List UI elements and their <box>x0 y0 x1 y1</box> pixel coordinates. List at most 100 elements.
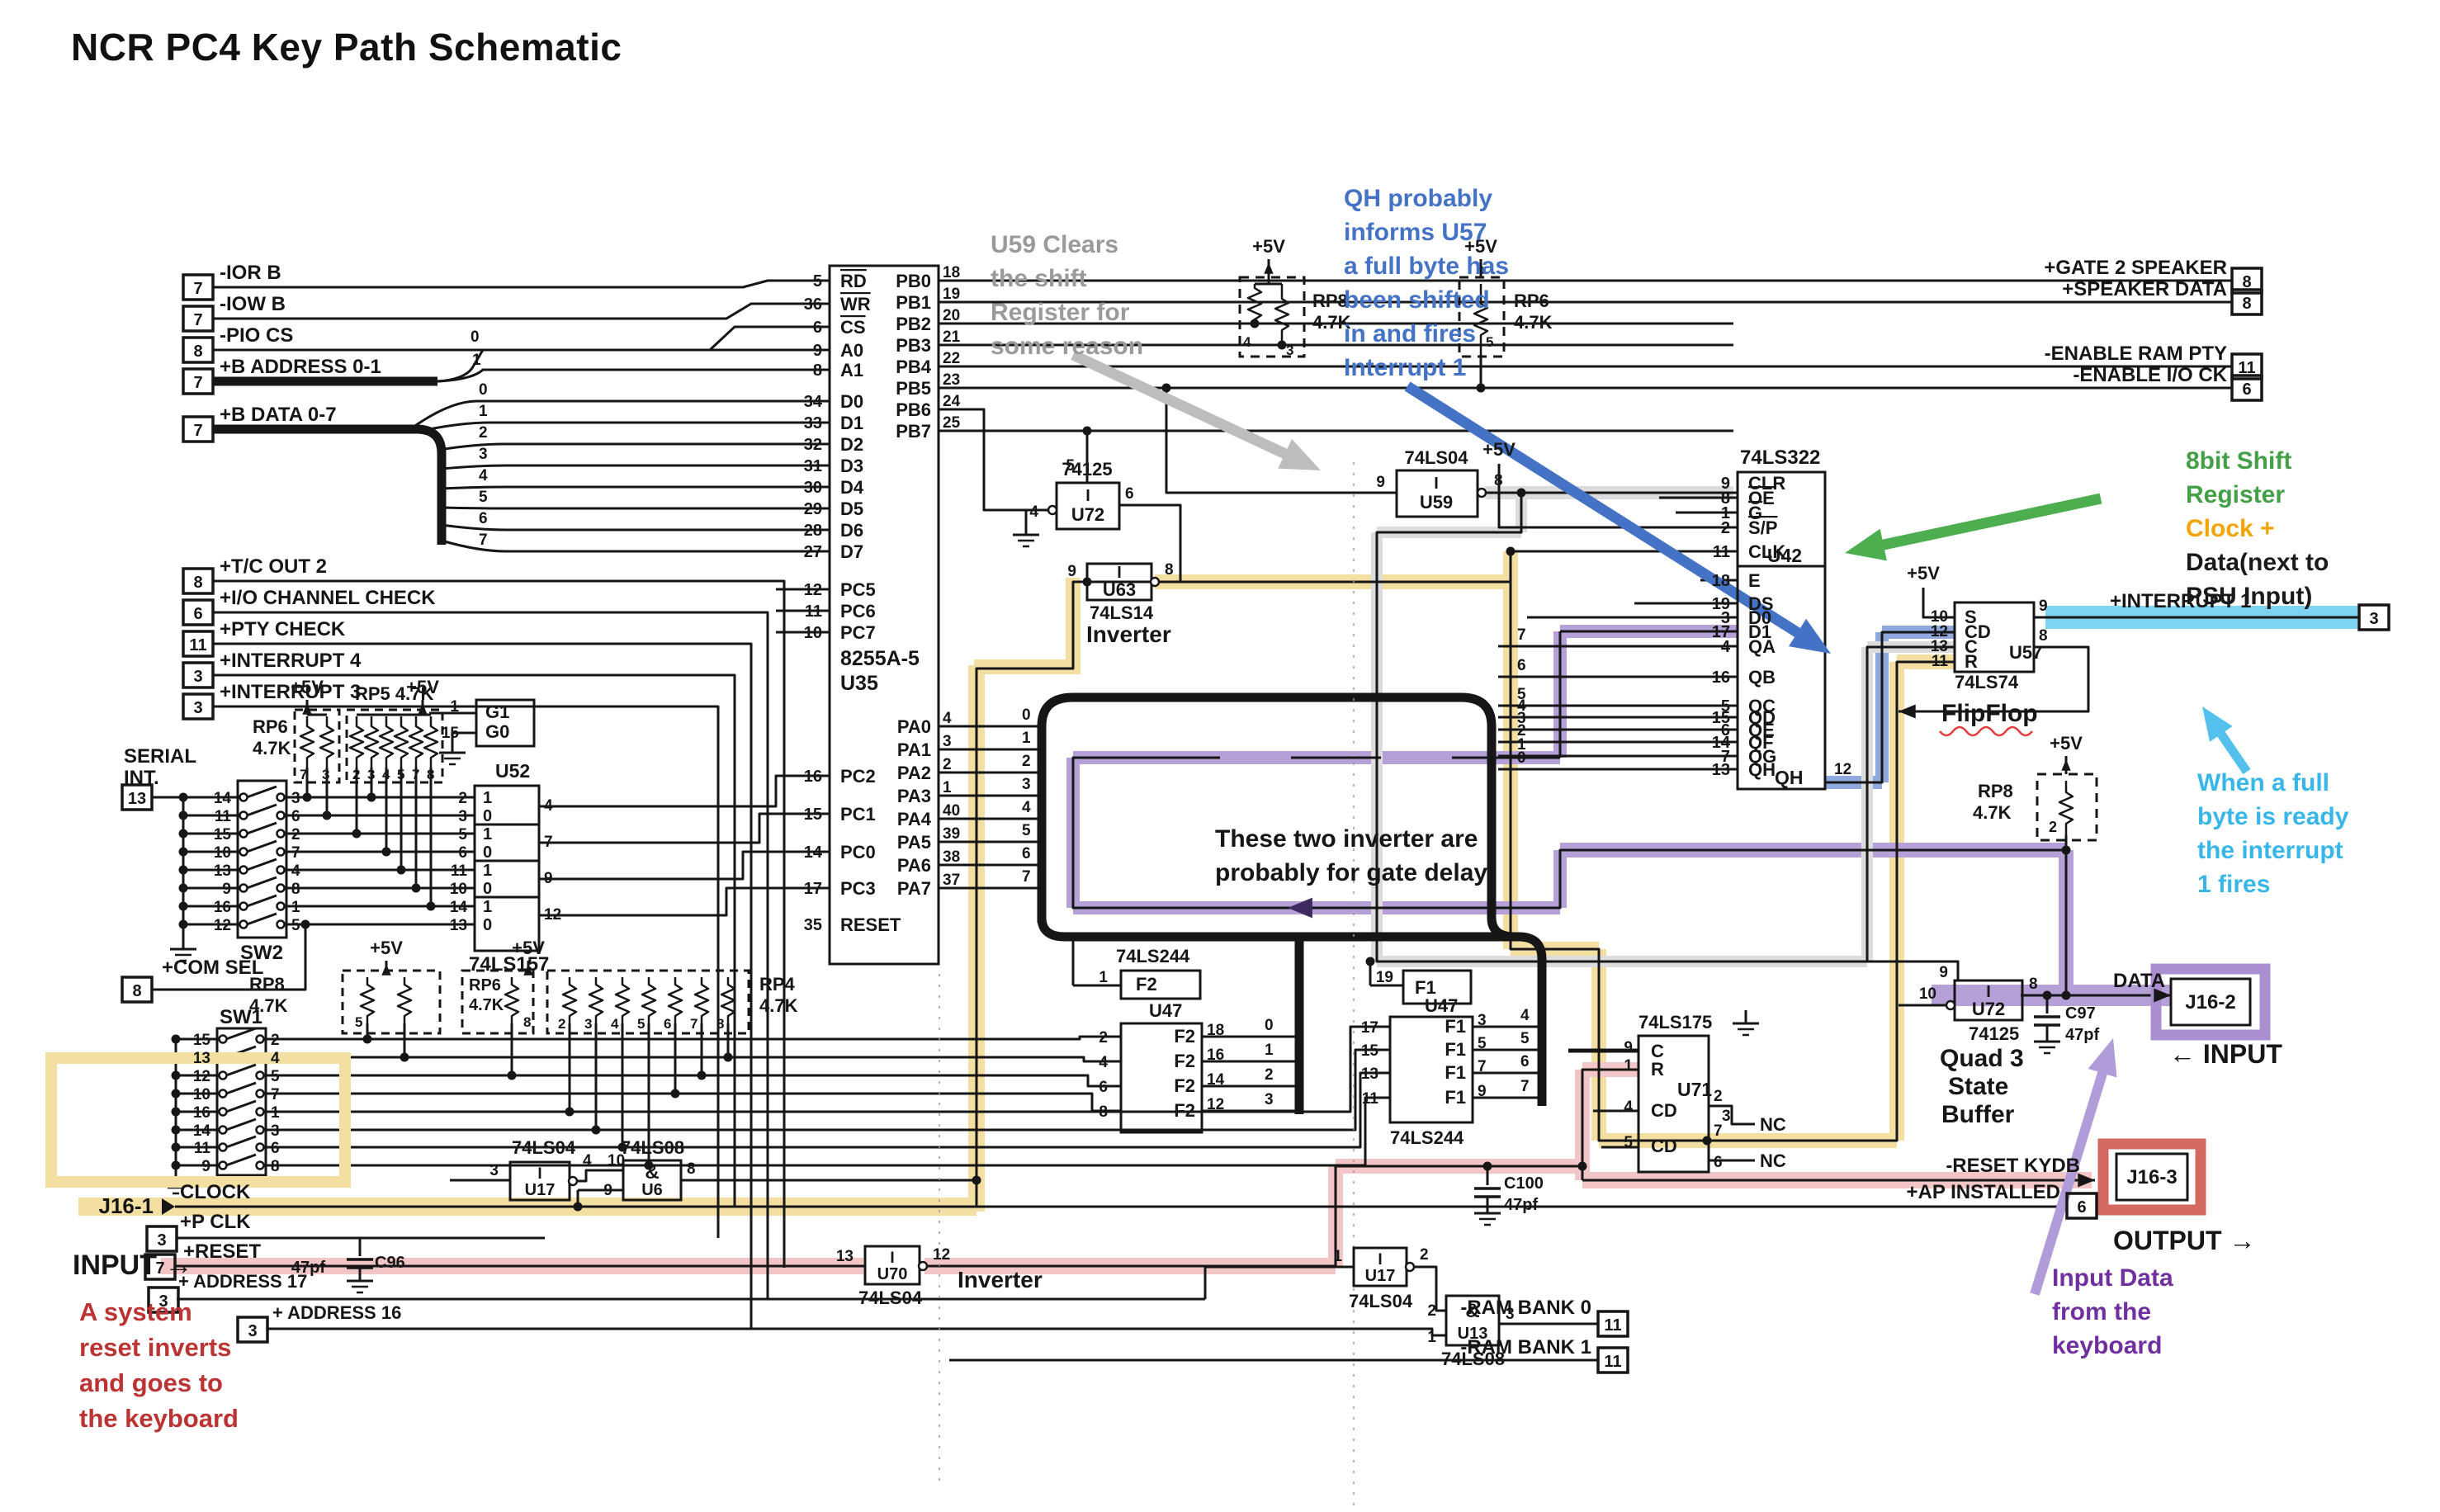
wire <box>213 424 447 545</box>
arrowhead <box>2154 988 2171 1003</box>
text-label: 1 <box>483 825 492 843</box>
wire <box>1024 508 1048 535</box>
text-label: 1 <box>483 789 492 807</box>
text-label: 4.7K <box>1514 312 1553 333</box>
text-label: 5 <box>458 826 467 843</box>
note: FlipFlop <box>1941 700 2038 727</box>
text-label: F1 <box>1415 977 1436 998</box>
text-label: 2 <box>1420 1246 1429 1264</box>
pin-box <box>1596 1310 1629 1338</box>
pin-number: 21 <box>943 328 961 346</box>
annotation-line: Clock + <box>2186 515 2275 542</box>
pin-number: 10 <box>804 624 822 642</box>
pin-name: PB3 <box>896 335 931 356</box>
text-label: 9 <box>1478 1083 1487 1100</box>
pin-box <box>182 630 215 658</box>
port-label: +I/O CHANNEL CHECK <box>220 587 436 609</box>
pin-box <box>2357 603 2390 631</box>
pin-number: 39 <box>943 825 960 843</box>
text-label: 10 <box>1919 985 1936 1003</box>
wire <box>246 858 277 872</box>
text-label: 9 <box>222 881 231 898</box>
wire <box>561 977 578 1023</box>
text-label: 11 <box>215 808 232 825</box>
text-label: G1 <box>485 702 509 722</box>
part-label: 74125 <box>1969 1023 2019 1044</box>
wire <box>412 399 830 429</box>
pin-box <box>144 1253 177 1281</box>
wire <box>152 924 307 991</box>
text-label: 1 <box>450 698 459 716</box>
pin-number: 40 <box>943 802 960 820</box>
wire <box>246 894 277 908</box>
annotation-line: Register <box>2186 481 2286 508</box>
pin-number: 36 <box>804 295 822 314</box>
wire <box>1037 917 1547 1106</box>
u47f1-top <box>1402 969 1473 1005</box>
text-label: 7 <box>1520 1078 1530 1095</box>
annotation-line: 1 fires <box>2197 871 2271 898</box>
text-label: 4 <box>583 1152 592 1169</box>
port-label: +SPEAKER DATA <box>2062 278 2227 300</box>
chip-u42 <box>1736 565 1827 791</box>
pin-box-number: 7 <box>193 311 202 329</box>
text-label: G0 <box>485 721 509 742</box>
text-label: 0 <box>1022 706 1031 724</box>
wire <box>2215 727 2251 775</box>
pin-number: 33 <box>804 414 822 432</box>
switch-contact <box>239 829 248 839</box>
port-label: -PIO CS <box>220 324 293 347</box>
text-label: INT. <box>124 767 159 789</box>
pin-name: S/P <box>1748 517 1777 538</box>
port-label: -RAM BANK 0 <box>1460 1297 1591 1319</box>
text-label: 11 <box>194 1140 211 1157</box>
text-label: F2 <box>1174 1075 1195 1096</box>
text-label: 6 <box>479 510 488 527</box>
note: ← INPUT <box>2169 1039 2282 1069</box>
inverter-bubble <box>1149 576 1161 588</box>
note: Inverter <box>1086 621 1171 647</box>
wire <box>1825 631 1955 784</box>
text-label: 3 <box>367 767 375 782</box>
annotation-line: PSU Input) <box>2186 583 2313 610</box>
port-label: +INTERRUPT 1 <box>2110 590 2251 612</box>
note: Buffer <box>1941 1101 2015 1128</box>
text-label: & <box>1465 1300 1479 1322</box>
text-label: 6 <box>664 1016 671 1032</box>
text-label: 12 <box>544 906 561 924</box>
wire <box>393 716 409 768</box>
text-label: 5 <box>637 1016 645 1032</box>
wire <box>359 977 376 1023</box>
pin-name: D0 <box>1748 607 1771 628</box>
text-label: 13 <box>836 1248 854 1265</box>
wire <box>424 421 830 432</box>
wire <box>1375 493 1955 963</box>
port-label: -ENABLE I/O CK <box>2073 364 2227 386</box>
pin-number: 20 <box>943 307 960 324</box>
text-label: 2 <box>1427 1302 1436 1320</box>
sw2 <box>236 779 288 939</box>
pin-number: 9 <box>813 342 822 360</box>
text-label: U72 <box>1071 504 1104 525</box>
pin-name: A1 <box>840 360 863 380</box>
junction-dot <box>300 919 310 929</box>
pin-name: QC <box>1748 696 1776 716</box>
text-label: F1 <box>1445 1062 1466 1083</box>
text-label: 3 <box>322 767 329 782</box>
part-label: 74LS08 <box>621 1137 684 1158</box>
wire <box>1413 1265 1446 1312</box>
pin-box <box>2230 374 2263 402</box>
wire <box>225 1099 257 1113</box>
text-label: 5 <box>1066 457 1075 475</box>
u47f1-rows <box>1388 1015 1474 1124</box>
annotation-system-reset: A system reset inverts and goes to the k… <box>79 1294 239 1436</box>
text-label: RP8 <box>1312 291 1348 311</box>
pin-box <box>182 415 215 443</box>
text-label: 4 <box>1517 697 1526 715</box>
text-label: I <box>1117 564 1122 582</box>
pin-number: 18 <box>1712 572 1730 590</box>
note: Quad 3 <box>1940 1045 2024 1072</box>
pin-number: 38 <box>943 848 960 866</box>
u52-gate-box <box>475 698 536 748</box>
annotation-line: a full byte has <box>1344 253 1510 280</box>
